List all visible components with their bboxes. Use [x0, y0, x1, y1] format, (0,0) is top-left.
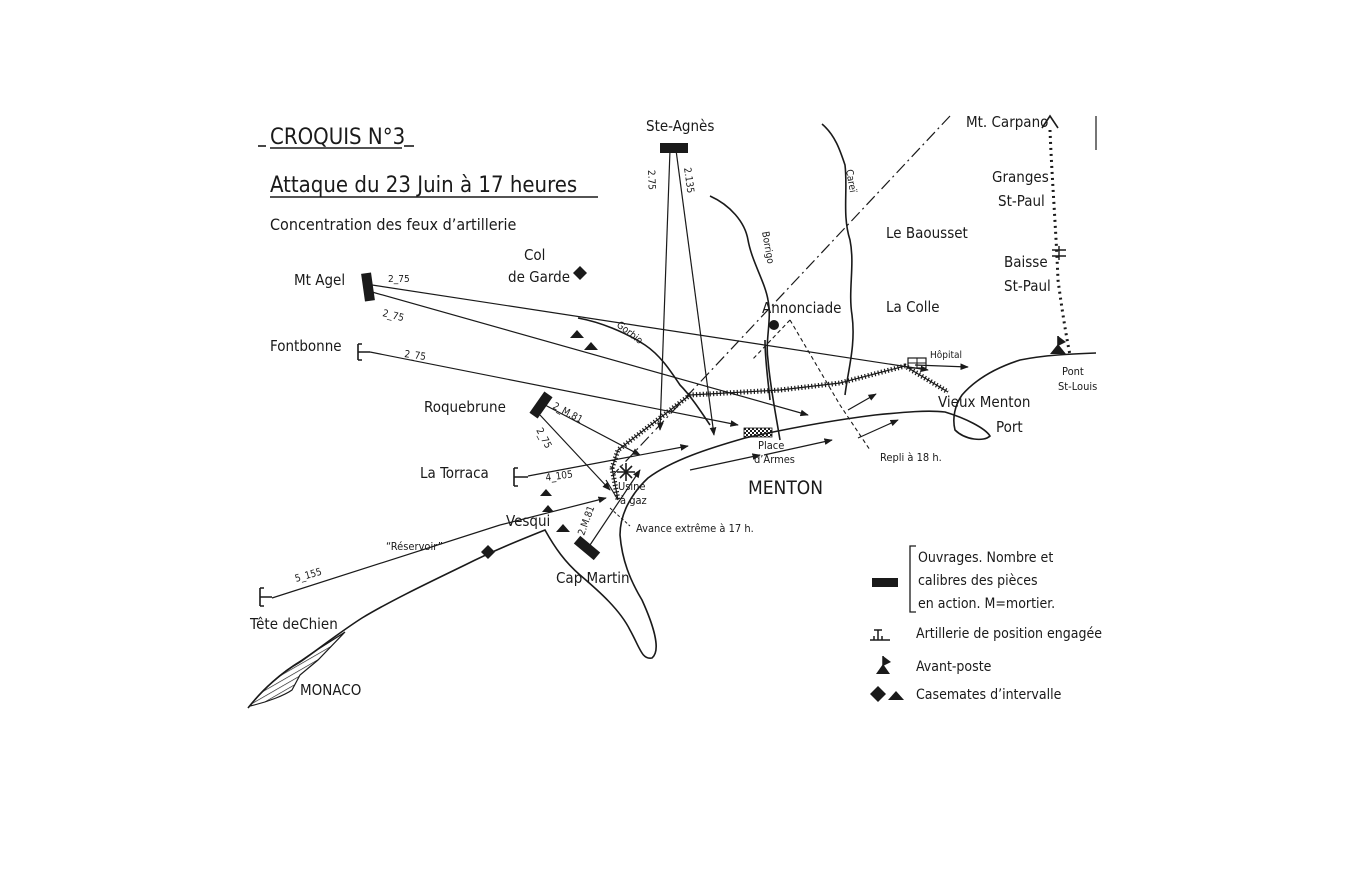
legend-artillerie: Artillerie de position engagée — [916, 626, 1102, 642]
label-annonciade: Annonciade — [762, 299, 841, 317]
legend-avant-poste-icon — [876, 656, 891, 674]
calibre-roquebrune-b: 2_75 — [533, 426, 553, 450]
casemate-triangle-3 — [540, 489, 552, 496]
repli-line — [789, 319, 871, 451]
calibre-mt-agel-a: 2_75 — [388, 274, 410, 285]
label-carei: Careï — [843, 169, 858, 194]
calibre-tete-de-chien: 5_155 — [294, 567, 323, 585]
peak-icon-mt-carpano — [1041, 114, 1059, 129]
ouvrage-mt-agel — [361, 272, 375, 302]
map-heading: Attaque du 23 Juin à 17 heures — [270, 173, 577, 198]
label-vieux-menton: Vieux Menton — [938, 393, 1030, 411]
legend: Ouvrages. Nombre et calibres des pièces … — [870, 545, 1102, 703]
label-baisse-2: St-Paul — [1004, 277, 1051, 295]
avant-poste-flag — [1050, 336, 1066, 354]
rivers — [577, 123, 854, 441]
casemate-triangle-2 — [584, 342, 598, 350]
label-tete-de-chien: Tête deChien — [249, 615, 338, 633]
artillery-icon-tete-de-chien — [259, 587, 272, 607]
usine-star-icon — [617, 463, 635, 481]
label-mt-carpano: Mt. Carpano — [966, 113, 1048, 131]
ouvrage-ste-agnes — [660, 143, 688, 153]
label-mt-agel: Mt Agel — [294, 271, 345, 289]
legend-ouvrages-3: en action. M=mortier. — [918, 596, 1055, 612]
legend-casemate-diamond-icon — [870, 686, 886, 702]
label-la-colle: La Colle — [886, 298, 940, 316]
label-ste-agnes: Ste-Agnès — [646, 117, 714, 135]
annotation-repli: Repli à 18 h. — [880, 451, 942, 464]
label-menton: MENTON — [748, 477, 823, 499]
calibre-mt-agel-b: 2_75 — [381, 308, 405, 324]
calibre-ste-agnes-a: 2.75 — [645, 170, 657, 190]
label-pont-1: Pont — [1062, 365, 1084, 378]
legend-artillery-icon — [870, 629, 890, 641]
casemates — [481, 266, 598, 559]
casemate-triangle-5 — [556, 524, 570, 532]
ouvrages — [361, 143, 688, 561]
annonciade-dot — [769, 320, 779, 330]
frontier-dotted — [1048, 129, 1072, 356]
label-usine-2: à gaz — [620, 494, 647, 507]
ouvrage-roquebrune — [529, 391, 553, 419]
label-vesqui: Vesqui — [506, 512, 550, 530]
legend-casemates: Casemates d’intervalle — [916, 687, 1062, 703]
label-borrigo: Borrigo — [759, 231, 776, 266]
label-col-de-garde-1: Col — [524, 246, 545, 264]
label-col-de-garde-2: de Garde — [508, 268, 570, 286]
artillery-icon-la-torraca — [513, 467, 528, 487]
label-cap-martin: Cap Martin — [556, 569, 630, 587]
calibre-la-torraca: 4_105 — [545, 469, 574, 484]
place-d-armes-marker — [743, 427, 773, 438]
repli-line-2 — [751, 319, 791, 361]
monaco-zone — [248, 631, 346, 707]
label-granges-1: Granges — [992, 168, 1049, 186]
label-reservoir: “Réservoir” — [386, 540, 443, 553]
ouvrage-cap-martin — [573, 535, 601, 561]
label-roquebrune: Roquebrune — [424, 398, 506, 416]
legend-ouvrage-symbol — [872, 578, 898, 587]
label-port: Port — [996, 418, 1023, 436]
casemate-diamond-reservoir — [481, 545, 495, 559]
border-post-icon — [1052, 246, 1066, 260]
label-la-torraca: La Torraca — [420, 464, 489, 482]
dashdot-line — [611, 115, 951, 477]
fire-lines — [271, 149, 969, 599]
label-baisse-1: Baisse — [1004, 253, 1048, 271]
calibre-cap-martin: 2.M.81 — [576, 504, 597, 537]
label-monaco: MONACO — [300, 681, 361, 699]
legend-ouvrages-2: calibres des pièces — [918, 573, 1038, 589]
annotation-avance: Avance extrême à 17 h. — [636, 522, 754, 535]
casemate-diamond-col-de-garde — [573, 266, 587, 280]
sheet-title: CROQUIS N°3 — [270, 125, 405, 150]
coastline — [247, 352, 1097, 709]
label-place-1: Place — [758, 439, 784, 452]
legend-avant-poste: Avant-poste — [916, 659, 992, 675]
label-pont-2: St-Louis — [1058, 380, 1097, 393]
calibre-ste-agnes-b: 2.135 — [681, 167, 695, 194]
label-hopital: Hôpital — [930, 349, 962, 361]
label-usine-1: Usine — [618, 480, 646, 493]
legend-ouvrages-1: Ouvrages. Nombre et — [918, 550, 1053, 566]
calibre-fontbonne: 2_75 — [404, 349, 427, 363]
label-le-baousset: Le Baousset — [886, 224, 968, 242]
title-block: CROQUIS N°3 Attaque du 23 Juin à 17 heur… — [258, 125, 598, 234]
casemate-triangle-4 — [542, 505, 554, 512]
artillery-icon-fontbonne — [357, 343, 370, 361]
avance-leader — [609, 507, 631, 527]
label-granges-2: St-Paul — [998, 192, 1045, 210]
label-place-2: d’Armes — [754, 453, 795, 466]
casemate-triangle-1 — [570, 330, 584, 338]
label-fontbonne: Fontbonne — [270, 337, 342, 355]
map-subheading: Concentration des feux d’artillerie — [270, 215, 516, 234]
legend-casemate-triangle-icon — [888, 691, 904, 700]
calibre-roquebrune-a: 2_M.81 — [551, 401, 585, 426]
position-artillery — [259, 343, 528, 607]
